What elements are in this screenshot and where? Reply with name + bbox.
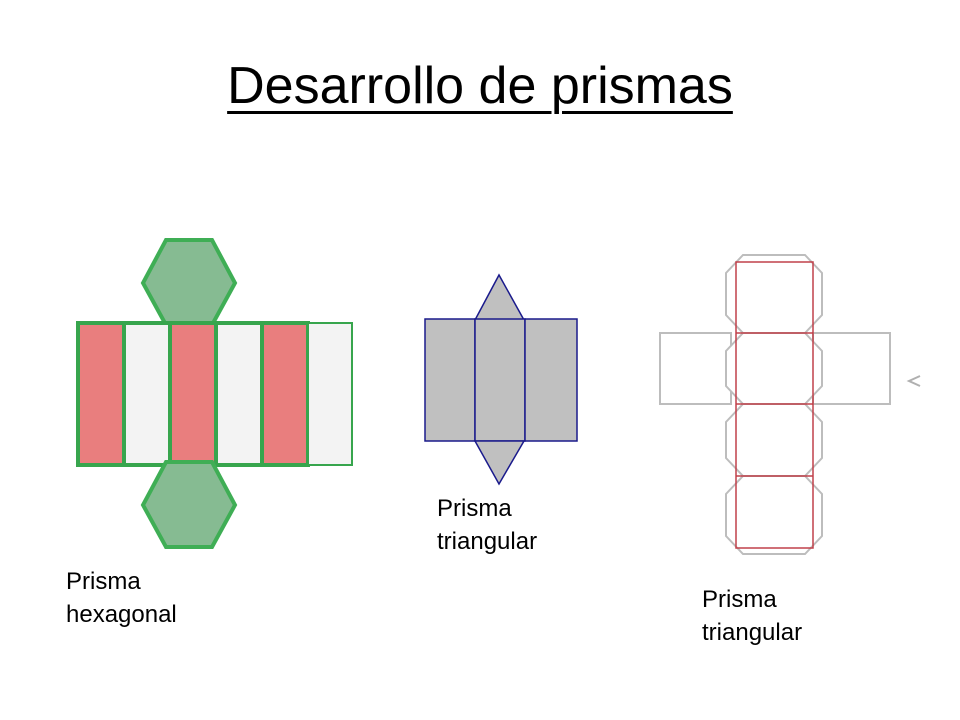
triangular-prism-net-outline (659, 254, 921, 555)
caption-triangular-prism-2: Prisma triangular (702, 583, 802, 649)
triangular-prism-net-grey (424, 273, 578, 486)
caption-line-2: triangular (702, 619, 803, 646)
caption-line-1: Prisma (66, 568, 141, 595)
octagon-lower (725, 403, 823, 477)
octagon-top (725, 254, 823, 334)
caption-line-2: triangular (437, 528, 538, 555)
face-left (424, 318, 476, 442)
hexagon-top (140, 238, 238, 327)
side-face-right (812, 332, 891, 405)
triangle-bottom (473, 440, 526, 486)
hexagon-bottom (140, 460, 238, 549)
face-right (524, 318, 578, 442)
caption-hexagonal-prism: Prisma hexagonal (66, 565, 177, 631)
caption-line-1: Prisma (437, 495, 512, 522)
chevron-left-icon (906, 375, 921, 387)
caption-line-1: Prisma (702, 586, 777, 613)
caption-line-2: hexagonal (66, 601, 177, 628)
side-face-left (659, 332, 732, 405)
slide-title: Desarrollo de prismas (227, 57, 733, 115)
hexagonal-prism-net (76, 238, 353, 549)
triangle-top (473, 273, 526, 321)
face-red-3 (260, 321, 310, 467)
face-white-2 (214, 321, 264, 467)
caption-triangular-prism-1: Prisma triangular (437, 492, 537, 558)
face-white-1 (122, 321, 172, 467)
red-column-outline (735, 261, 814, 549)
face-red-1 (76, 321, 126, 467)
octagon-middle (725, 332, 823, 405)
octagon-bottom (725, 475, 823, 555)
face-red-2 (168, 321, 218, 467)
face-middle (474, 318, 526, 442)
face-white-3 (307, 322, 353, 466)
